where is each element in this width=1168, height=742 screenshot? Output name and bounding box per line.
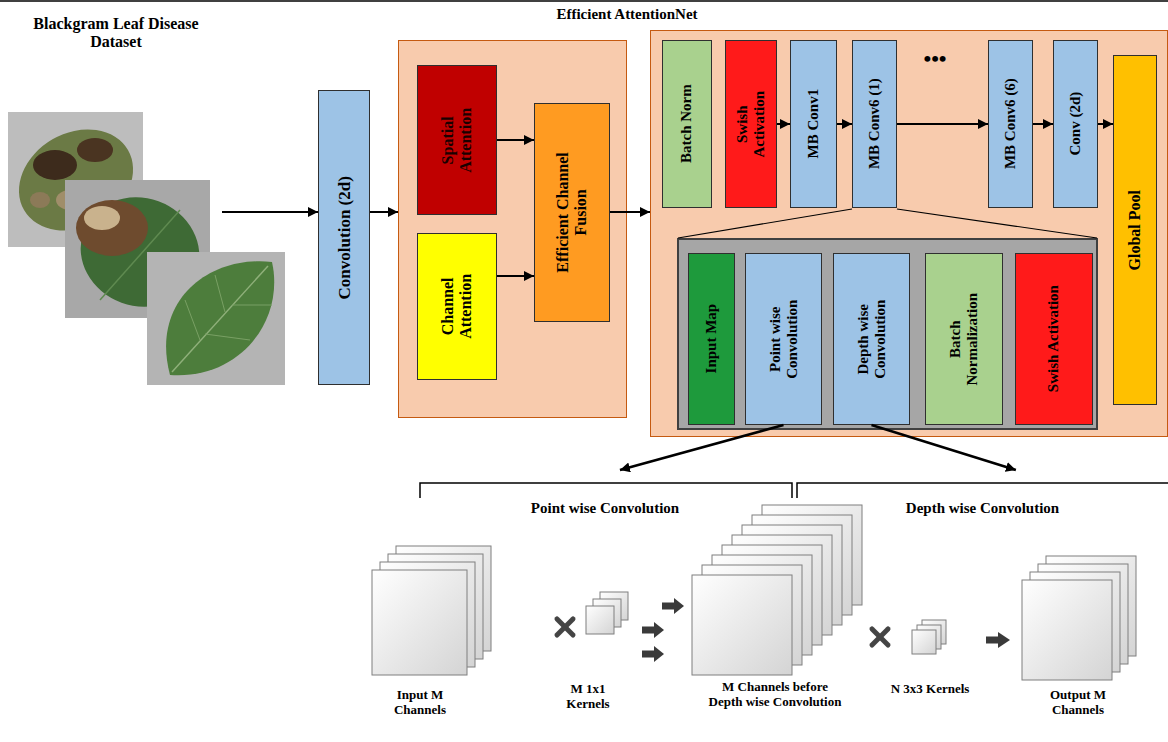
node-label: Global Pool (1126, 59, 1144, 401)
multiply-sign (557, 619, 573, 635)
mbconv-block: MB Conv6 (1) (852, 40, 897, 208)
arrow-connector (777, 123, 790, 125)
node-label: Depth wise Convolution (854, 274, 889, 404)
node-label: MB Conv6 (1) (866, 44, 883, 204)
bracket-heading: Point wise Convolution (418, 470, 792, 526)
backbone-panel: Batch NormSwish ActivationMB Conv1MB Con… (650, 30, 1168, 437)
kernel-stack (586, 592, 628, 634)
node-label: Batch Norm (678, 44, 695, 204)
arrow-connector (1098, 123, 1113, 125)
arrow-connector (837, 123, 852, 125)
zoom-lines (678, 209, 1097, 238)
fusion-block: Efficient Channel Fusion (534, 103, 610, 322)
figure-caption: Output M Channels (1028, 688, 1128, 718)
figure-caption: M Channels before Depth wise Convolution (705, 680, 845, 710)
node-label: Conv (2d) (1067, 44, 1084, 204)
figure-caption: M 1x1 Kernels (548, 682, 628, 712)
mbconv-block: MB Conv6 (6) (988, 40, 1033, 208)
node-label: Swish Activation (734, 74, 769, 174)
node-label: MB Conv6 (6) (1002, 44, 1019, 204)
node-label: Efficient Channel Fusion (554, 148, 591, 278)
arrow-connector (872, 425, 1016, 470)
figure-caption: N 3x3 Kernels (890, 682, 970, 697)
arrow-connector (497, 139, 534, 141)
node-label: Channel Attention (439, 257, 476, 357)
top-rule (0, 0, 1168, 2)
channel-stack (372, 546, 491, 675)
node-label: Point wise Convolution (766, 274, 801, 404)
attention-block: Spatial Attention (417, 65, 497, 215)
channel-stack (692, 505, 862, 675)
ellipsis-mark: ••• (905, 46, 965, 71)
node-label: Input Map (703, 257, 720, 421)
arrow-connector (1033, 123, 1053, 125)
activation-block: Swish Activation (1015, 253, 1093, 425)
node-label: Convolution (2d) (334, 94, 354, 381)
conv-block: Depth wise Convolution (833, 253, 910, 425)
norm-block: Batch Norm (662, 40, 712, 208)
pool-block: Global Pool (1113, 55, 1157, 405)
node-label: Spatial Attention (439, 90, 476, 190)
kernel-stack (912, 620, 946, 654)
node-label: Swish Activation (1045, 284, 1062, 394)
node-label: Depth wise Convolution (813, 470, 1153, 517)
node-label: MB Conv1 (805, 44, 822, 204)
attention-block: Channel Attention (417, 233, 497, 380)
arrow-connector (897, 123, 988, 125)
activation-block: Swish Activation (725, 40, 777, 208)
node-label: Batch Normalization (947, 274, 982, 404)
arrow-connector (610, 211, 650, 213)
conv-layer: Conv (2d) (1053, 40, 1098, 208)
input-block: Input Map (688, 253, 735, 425)
mbconv-block: MB Conv1 (790, 40, 837, 208)
multiply-sign (872, 629, 888, 645)
diagram-title: Efficient AttentionNet (527, 6, 727, 23)
arrow-connector (222, 211, 318, 213)
attention-panel: Spatial AttentionChannel Attention Effici… (398, 40, 627, 418)
node-label: Blackgram Leaf Disease Dataset (16, 12, 216, 52)
figure-caption: Input M Channels (375, 688, 465, 718)
norm-block: Batch Normalization (925, 253, 1003, 425)
bracket (420, 483, 1168, 498)
detail-panel: Input Map Point wise Convolution Depth wis… (677, 238, 1098, 430)
leaf-photo (147, 252, 285, 385)
block-arrow (986, 632, 1010, 648)
arrow-connector (620, 425, 784, 470)
conv-layer: Convolution (2d) (318, 90, 370, 385)
arrow-connector (497, 275, 534, 277)
node-label: Point wise Convolution (435, 470, 775, 517)
arrow-connector (370, 211, 398, 213)
conv-block: Point wise Convolution (745, 253, 822, 425)
channel-stack (1022, 556, 1136, 680)
block-arrow (642, 598, 684, 662)
